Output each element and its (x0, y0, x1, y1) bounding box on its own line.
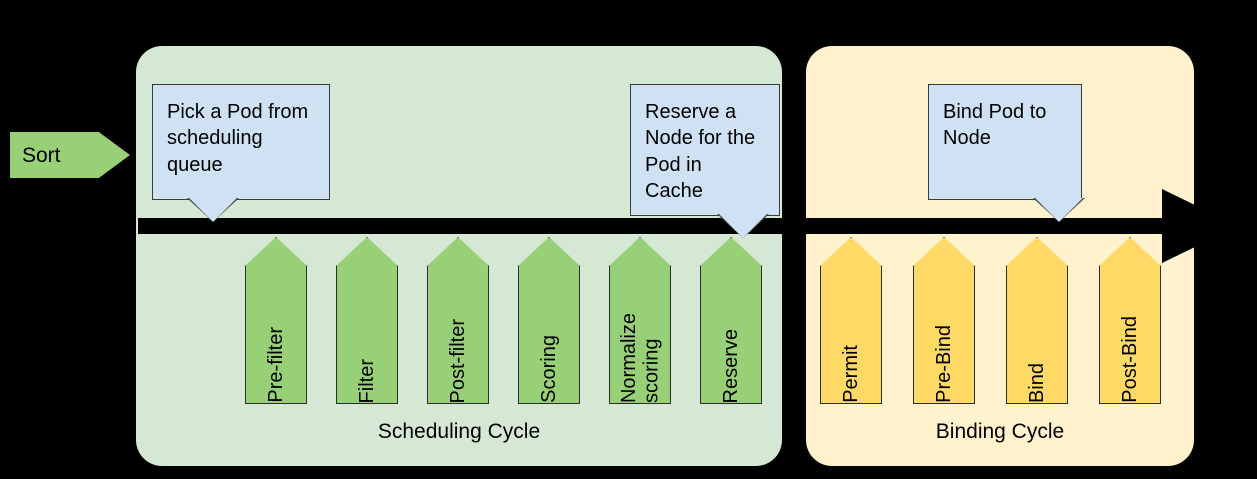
timeline-bar (138, 218, 1174, 234)
phase-arrow-scoring: Scoring (518, 237, 580, 404)
phase-label-pre-filter: Pre-filter (264, 327, 287, 403)
phase-arrow-normalize-scoring: Normalize scoring (609, 237, 671, 404)
phase-label-post-bind: Post-Bind (1118, 316, 1141, 403)
phase-label-bind: Bind (1025, 362, 1048, 403)
phase-label-post-filter: Post-filter (446, 318, 469, 403)
sort-phase-arrow: Sort (10, 132, 130, 178)
scheduling-cycle-caption: Scheduling Cycle (377, 420, 541, 443)
sort-phase-label: Sort (22, 143, 61, 167)
callout-pick-pod: Pick a Pod from scheduling queue (152, 84, 330, 222)
phase-label-normalize-scoring: Normalize scoring (617, 312, 662, 403)
callout-reserve-node-text: Reserve a Node for the Pod in Cache (645, 101, 756, 203)
callout-bind-pod: Bind Pod to Node (928, 84, 1085, 222)
phase-arrow-pre-filter: Pre-filter (245, 237, 307, 404)
phase-label-filter: Filter (355, 358, 378, 403)
phase-arrow-pre-bind: Pre-Bind (913, 237, 975, 404)
phase-label-scoring: Scoring (537, 335, 560, 403)
callout-reserve-node: Reserve a Node for the Pod in Cache (630, 84, 780, 238)
phase-arrow-filter: Filter (336, 237, 398, 404)
phase-label-permit: Permit (839, 345, 862, 403)
phase-label-reserve: Reserve (719, 328, 742, 403)
callout-pick-pod-text: Pick a Pod from scheduling queue (167, 101, 309, 176)
timeline-arrow-head-icon (1162, 189, 1238, 263)
phase-arrow-post-filter: Post-filter (427, 237, 489, 404)
phase-arrow-bind: Bind (1006, 237, 1068, 404)
phase-arrow-reserve: Reserve (700, 237, 762, 404)
phase-label-pre-bind: Pre-Bind (932, 325, 955, 403)
binding-cycle-caption: Binding Cycle (935, 420, 1065, 443)
callout-bind-pod-text: Bind Pod to Node (943, 101, 1047, 150)
phase-arrow-permit: Permit (820, 237, 882, 404)
phase-arrow-post-bind: Post-Bind (1099, 237, 1161, 404)
